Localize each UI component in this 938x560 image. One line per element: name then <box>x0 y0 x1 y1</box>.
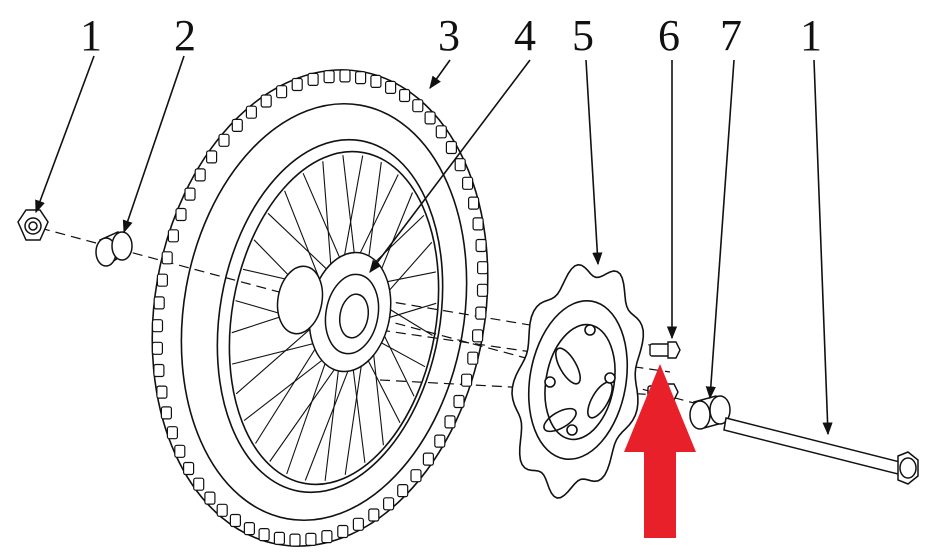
tread-block <box>289 533 301 547</box>
tread-block <box>477 261 489 275</box>
tread-block <box>194 168 206 182</box>
tread-block <box>258 527 270 542</box>
tread-block <box>307 72 319 87</box>
callout-1-nut: 1 <box>80 11 102 60</box>
callout-1-axle: 1 <box>800 11 822 60</box>
tread-block <box>206 150 218 164</box>
tread-block <box>397 484 409 498</box>
tread-block <box>260 94 272 108</box>
tread-block <box>153 296 165 310</box>
tread-block <box>245 105 257 119</box>
callout-7-spacer: 7 <box>720 11 742 60</box>
tread-block <box>156 273 168 287</box>
tread-block <box>305 532 317 547</box>
tread-block <box>175 207 187 222</box>
tread-block <box>467 351 479 365</box>
tread-block <box>183 461 195 476</box>
tread-block <box>445 140 457 155</box>
tread-block <box>174 444 186 458</box>
wheel-spacer <box>95 231 133 267</box>
tread-block <box>193 477 205 491</box>
tread-block <box>410 469 422 483</box>
tread-block <box>454 158 466 172</box>
callout-4-hub: 4 <box>514 11 536 60</box>
tread-block <box>216 503 228 517</box>
tread-block <box>153 363 165 378</box>
tread-block <box>337 524 349 539</box>
tread-block <box>161 251 173 265</box>
tread-block <box>435 125 447 139</box>
tread-block <box>444 415 456 429</box>
tread-block <box>434 434 446 448</box>
axle <box>723 417 919 485</box>
callout-6-bolts: 6 <box>658 11 680 60</box>
tire-tread <box>151 69 489 547</box>
tread-block <box>476 283 489 297</box>
tread-block <box>184 187 196 201</box>
tread-block <box>218 133 230 147</box>
brake-disc <box>511 263 645 499</box>
callout-2-spacer: 2 <box>174 11 196 60</box>
tread-block <box>475 306 487 320</box>
tread-block <box>276 85 288 99</box>
leader-lines <box>35 55 833 436</box>
tread-block <box>383 497 395 511</box>
tread-block <box>156 385 168 399</box>
tread-block <box>160 406 172 420</box>
tread-block <box>468 196 480 210</box>
tread-block <box>422 452 434 466</box>
tread-block <box>472 217 484 231</box>
tread-block <box>453 394 465 409</box>
tread-block <box>204 491 216 505</box>
tread-block <box>352 517 364 531</box>
tread-block <box>385 80 397 95</box>
right-spacer <box>689 395 731 430</box>
tread-block <box>243 521 255 536</box>
tread-block <box>461 373 473 387</box>
tread-block <box>151 319 164 333</box>
tread-block <box>368 508 380 522</box>
tread-block <box>462 176 474 190</box>
tread-block <box>355 70 367 85</box>
tread-block <box>167 229 179 243</box>
tread-block <box>399 88 411 103</box>
tread-block <box>166 426 178 440</box>
tread-block <box>475 238 487 253</box>
tread-block <box>323 69 335 84</box>
tread-block <box>151 341 163 355</box>
tread-block <box>273 531 285 546</box>
up-arrow-icon <box>624 364 696 538</box>
callout-5-disc: 5 <box>572 11 594 60</box>
tread-block <box>229 513 241 528</box>
tread-block <box>339 69 351 83</box>
tread-block <box>472 329 484 343</box>
callout-3-tire: 3 <box>438 11 460 60</box>
tread-block <box>291 77 303 92</box>
tread-block <box>321 529 333 544</box>
tread-block <box>424 111 436 125</box>
axle-nut <box>17 209 49 241</box>
wheel-hub <box>276 251 392 373</box>
tread-block <box>231 118 243 133</box>
tread-block <box>412 99 424 113</box>
tread-block <box>370 74 382 89</box>
